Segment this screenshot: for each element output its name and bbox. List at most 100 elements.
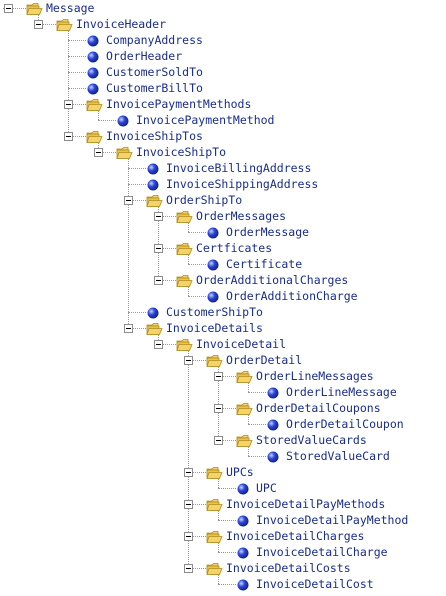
folder-open-icon (176, 241, 193, 255)
collapse-toggle[interactable] (94, 148, 103, 157)
tree-node-label[interactable]: OrderShipTo (166, 193, 243, 207)
tree-node-label[interactable]: StoredValueCard (286, 449, 390, 463)
tree-node-label[interactable]: UPCs (226, 465, 254, 479)
tree-connector-line (218, 552, 236, 553)
element-ball-icon (206, 225, 223, 239)
tree-connector-line (248, 424, 266, 425)
tree-connector-line (188, 504, 206, 505)
tree-connector-line (248, 445, 249, 456)
folder-open-icon (146, 193, 163, 207)
tree-node-label[interactable]: InvoiceHeader (76, 17, 167, 31)
collapse-toggle[interactable] (154, 212, 163, 221)
tree-connector-line (188, 296, 206, 297)
element-ball-icon (266, 385, 283, 399)
tree-connector-line (188, 253, 189, 264)
tree-node-label[interactable]: InvoiceDetail (196, 337, 287, 351)
tree-node-label[interactable]: InvoiceDetailCharge (256, 545, 388, 559)
collapse-toggle[interactable] (184, 500, 193, 509)
tree-node-label[interactable]: Certficates (196, 241, 273, 255)
folder-open-icon (146, 321, 163, 335)
collapse-toggle[interactable] (4, 4, 13, 13)
tree-connector-line (98, 120, 116, 121)
folder-open-icon (236, 433, 253, 447)
tree-node-label[interactable]: OrderDetail (226, 353, 303, 367)
tree-node-label[interactable]: CustomerShipTo (166, 305, 263, 319)
element-ball-icon (236, 545, 253, 559)
tree-node-label[interactable]: InvoiceDetailPayMethods (226, 497, 386, 511)
folder-open-icon (26, 1, 43, 15)
tree-connector-line (218, 584, 236, 585)
tree-connector-line (68, 136, 86, 137)
tree-connector-line (218, 573, 219, 584)
collapse-toggle[interactable] (184, 356, 193, 365)
tree-node-label[interactable]: CustomerSoldTo (106, 65, 203, 79)
collapse-toggle[interactable] (64, 132, 73, 141)
tree-node-label[interactable]: OrderAdditionCharge (226, 289, 358, 303)
tree-connector-line (188, 221, 189, 232)
element-ball-icon (236, 481, 253, 495)
tree-connector-line (68, 29, 69, 136)
collapse-toggle[interactable] (124, 324, 133, 333)
tree-connector-line (218, 365, 219, 440)
tree-connector-line (128, 157, 129, 328)
tree-node-label[interactable]: InvoiceDetails (166, 321, 263, 335)
collapse-toggle[interactable] (154, 276, 163, 285)
tree-node-label[interactable]: InvoiceDetailPayMethod (256, 513, 409, 527)
element-ball-icon (146, 161, 163, 175)
tree-connector-line (38, 13, 39, 24)
collapse-toggle[interactable] (184, 532, 193, 541)
collapse-toggle[interactable] (184, 564, 193, 573)
collapse-toggle[interactable] (34, 20, 43, 29)
tree-connector-line (248, 456, 266, 457)
collapse-toggle[interactable] (124, 196, 133, 205)
element-ball-icon (116, 113, 133, 127)
tree-node-label[interactable]: InvoiceShippingAddress (166, 177, 319, 191)
collapse-toggle[interactable] (214, 436, 223, 445)
tree-node-label[interactable]: CompanyAddress (106, 33, 203, 47)
tree-node-label[interactable]: InvoiceBillingAddress (166, 161, 312, 175)
tree-node-label[interactable]: InvoicePaymentMethods (106, 97, 252, 111)
element-ball-icon (146, 177, 163, 191)
folder-open-icon (176, 209, 193, 223)
collapse-toggle[interactable] (214, 404, 223, 413)
tree-node-label[interactable]: OrderAdditionalCharges (196, 273, 349, 287)
tree-connector-line (128, 168, 146, 169)
tree-node-label[interactable]: InvoiceDetailCost (256, 577, 374, 591)
tree-node-label[interactable]: OrderHeader (106, 49, 183, 63)
tree-node-label[interactable]: Message (46, 1, 95, 15)
tree-node-label[interactable]: CustomerBillTo (106, 81, 203, 95)
element-ball-icon (86, 81, 103, 95)
tree-node-label[interactable]: InvoiceDetailCosts (226, 561, 351, 575)
tree-connector-line (128, 200, 146, 201)
folder-open-icon (176, 337, 193, 351)
tree-node-label[interactable]: UPC (256, 481, 277, 495)
folder-open-icon (206, 353, 223, 367)
tree-node-label[interactable]: InvoiceDetailCharges (226, 529, 365, 543)
tree-connector-line (98, 152, 116, 153)
tree-connector-line (68, 88, 86, 89)
tree-connector-line (158, 216, 176, 217)
tree-node-label[interactable]: OrderDetailCoupons (256, 401, 381, 415)
tree-connector-line (218, 376, 236, 377)
tree-node-label[interactable]: OrderMessages (196, 209, 287, 223)
tree-node-label[interactable]: OrderDetailCoupon (286, 417, 404, 431)
tree-node-label[interactable]: InvoiceShipTos (106, 129, 203, 143)
collapse-toggle[interactable] (154, 244, 163, 253)
tree-node-label[interactable]: InvoiceShipTo (136, 145, 227, 159)
collapse-toggle[interactable] (214, 372, 223, 381)
tree-connector-line (38, 24, 56, 25)
tree-node-label[interactable]: OrderLineMessages (256, 369, 374, 383)
element-ball-icon (86, 49, 103, 63)
tree-node-label[interactable]: OrderMessage (226, 225, 310, 239)
collapse-toggle[interactable] (184, 468, 193, 477)
tree-node-label[interactable]: InvoicePaymentMethod (136, 113, 275, 127)
tree-node-label[interactable]: OrderLineMessage (286, 385, 397, 399)
tree-node-label[interactable]: StoredValueCards (256, 433, 367, 447)
collapse-toggle[interactable] (154, 340, 163, 349)
folder-open-icon (206, 529, 223, 543)
collapse-toggle[interactable] (64, 100, 73, 109)
folder-open-icon (206, 465, 223, 479)
tree-connector-line (158, 280, 176, 281)
element-ball-icon (86, 65, 103, 79)
tree-node-label[interactable]: Certificate (226, 257, 303, 271)
